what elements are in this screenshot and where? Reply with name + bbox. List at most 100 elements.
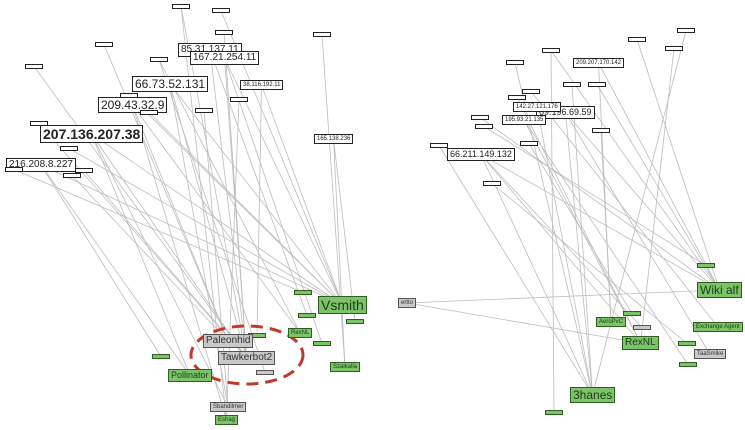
edge-line xyxy=(480,154,593,396)
ip-node: 207.136.207.38 xyxy=(40,125,144,143)
ip-node xyxy=(215,30,233,35)
edge-line xyxy=(550,50,720,291)
edge-line xyxy=(40,164,162,357)
edge-line xyxy=(132,104,301,334)
bot-node xyxy=(633,325,651,330)
ip-node xyxy=(30,121,48,126)
ip-node xyxy=(212,8,230,13)
ip-node xyxy=(140,110,158,115)
edge-line xyxy=(528,143,633,314)
ip-node xyxy=(563,82,581,87)
user-node: RexNL xyxy=(288,328,313,338)
user-node xyxy=(697,263,715,268)
edge-line xyxy=(91,133,191,376)
edge-line xyxy=(132,104,229,342)
ip-node xyxy=(677,28,695,33)
edge-line xyxy=(40,164,343,306)
edge-line xyxy=(406,289,720,304)
user-node: 3hanes xyxy=(570,387,616,403)
ip-node xyxy=(25,64,43,69)
ip-node xyxy=(172,4,190,9)
edge-line xyxy=(33,66,247,359)
edge-line xyxy=(224,57,323,344)
edge-line xyxy=(480,154,641,344)
user-node: Eshag xyxy=(215,415,239,425)
edge-line xyxy=(592,30,687,396)
ip-node xyxy=(475,124,493,129)
user-node xyxy=(294,290,312,295)
ip-node xyxy=(471,115,489,120)
ip-node xyxy=(75,168,93,173)
edge-line xyxy=(132,104,227,421)
edge-line xyxy=(516,97,641,344)
ip-node xyxy=(592,128,610,133)
edge-line xyxy=(83,170,247,359)
edge-line xyxy=(209,49,247,359)
edge-line xyxy=(158,59,301,334)
user-node: AeroPvC xyxy=(596,317,627,327)
edge-line xyxy=(530,91,719,328)
edge-line xyxy=(169,83,343,306)
ip-node xyxy=(430,143,448,148)
edge-line xyxy=(158,59,266,373)
edge-line xyxy=(256,84,262,336)
ip-node xyxy=(483,181,501,186)
ip-node xyxy=(63,173,81,178)
ip-node xyxy=(230,97,248,102)
ip-node: 216.208.8.227 xyxy=(6,158,76,172)
ip-node xyxy=(5,167,23,172)
ip-node xyxy=(542,48,560,53)
ip-node xyxy=(313,32,331,37)
edge-line xyxy=(68,148,343,306)
edge-line xyxy=(40,164,191,376)
edge-line xyxy=(321,34,346,368)
ip-node xyxy=(628,37,646,42)
ip-node xyxy=(665,46,683,51)
ip-node: 66.73.52.131 xyxy=(132,76,209,92)
highlight-ellipse xyxy=(189,324,305,386)
bot-node: Tawkerbot2 xyxy=(218,351,276,365)
user-node xyxy=(545,410,563,415)
edge-line xyxy=(491,183,688,344)
edge-line xyxy=(333,138,346,368)
edge-line xyxy=(406,302,641,344)
user-node xyxy=(313,341,331,346)
edge-line xyxy=(71,175,229,342)
ip-node: 142.27.121.176 xyxy=(513,102,561,112)
bot-node: Sbandilmer xyxy=(210,402,247,412)
ip-node xyxy=(120,93,138,98)
user-node xyxy=(298,313,316,318)
bot-node xyxy=(256,370,274,375)
user-node xyxy=(678,341,696,346)
ip-node xyxy=(95,42,113,47)
edge-line xyxy=(571,84,593,396)
ip-node xyxy=(506,60,524,65)
ip-node: 66.211.149.132 xyxy=(447,148,515,161)
user-node xyxy=(346,319,364,324)
ip-node xyxy=(508,95,526,100)
user-node: Exchange Agent xyxy=(693,322,743,332)
ip-node: 209.207.170.142 xyxy=(573,58,625,68)
edge-line xyxy=(565,112,711,355)
edge-line xyxy=(536,106,593,396)
edge-line xyxy=(91,133,229,408)
ip-node xyxy=(195,108,213,113)
edge-line xyxy=(333,138,356,322)
user-node: RexNL xyxy=(622,336,659,350)
ip-node xyxy=(522,89,540,94)
edge-line xyxy=(224,57,343,306)
edge-line xyxy=(480,154,720,291)
bot-node: TaaSmike xyxy=(694,349,727,359)
edge-line xyxy=(261,84,343,306)
bot-node: Paleonhid xyxy=(203,334,254,348)
user-node: Szalkalla xyxy=(330,362,361,372)
edge-line xyxy=(480,154,643,328)
user-node xyxy=(152,354,170,359)
ip-node: 195.93.21.135 xyxy=(502,115,547,125)
edge-line xyxy=(180,6,247,359)
ip-node: 38.116.192.11 xyxy=(240,80,284,90)
ip-node xyxy=(588,82,606,87)
user-node: Wiki alf xyxy=(697,282,742,298)
